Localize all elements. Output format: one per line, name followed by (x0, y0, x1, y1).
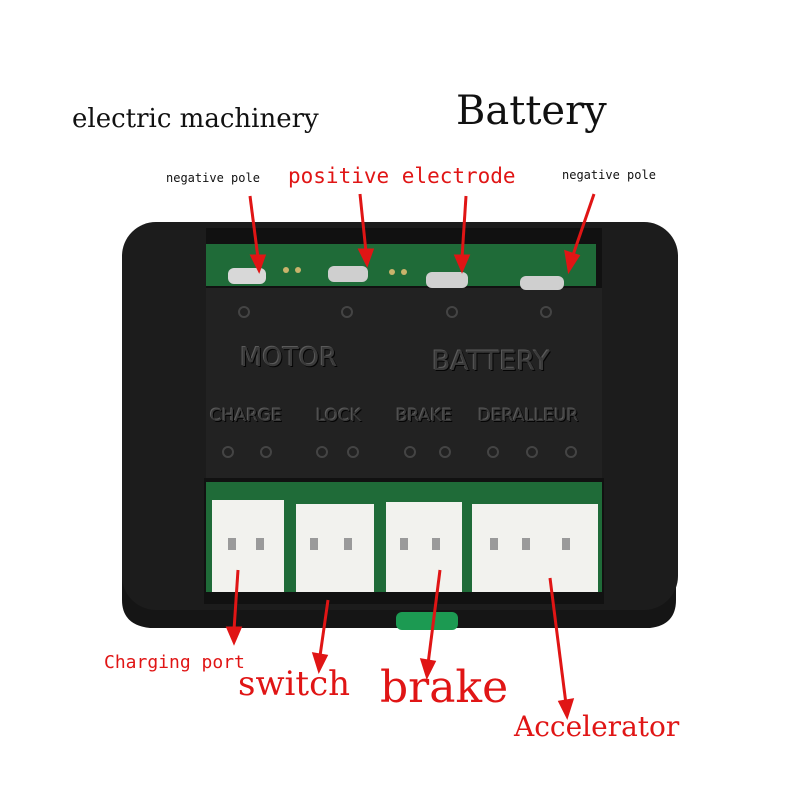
lock-label: LOCK (316, 406, 362, 426)
derailleur-label: DERALLEUR (478, 406, 579, 426)
brake-device-label: BRAKE (396, 406, 453, 426)
accelerator-label: Accelerator (514, 710, 680, 743)
motor-label: MOTOR (240, 343, 338, 373)
brake-label: brake (380, 662, 509, 713)
connector-lock (296, 504, 374, 592)
emboss-holes (222, 306, 577, 458)
negative-pole-right-label: negative pole (562, 168, 656, 182)
charging-port-label: Charging port (104, 652, 245, 673)
positive-electrode-label: positive electrode (288, 164, 516, 188)
annotation-arrows (225, 193, 596, 720)
green-led (396, 612, 458, 630)
switch-label: switch (238, 664, 351, 704)
connector-charge (212, 500, 284, 592)
top-terminals (228, 266, 564, 290)
battery-heading: Battery (456, 88, 607, 134)
connectors (212, 500, 598, 592)
connector-brake (386, 502, 462, 592)
charge-label: CHARGE (210, 406, 283, 426)
housing-face (206, 282, 602, 478)
battery-device-label: BATTERY (432, 346, 550, 377)
electric-machinery-label: electric machinery (72, 104, 319, 134)
negative-pole-left-label: negative pole (166, 171, 260, 185)
